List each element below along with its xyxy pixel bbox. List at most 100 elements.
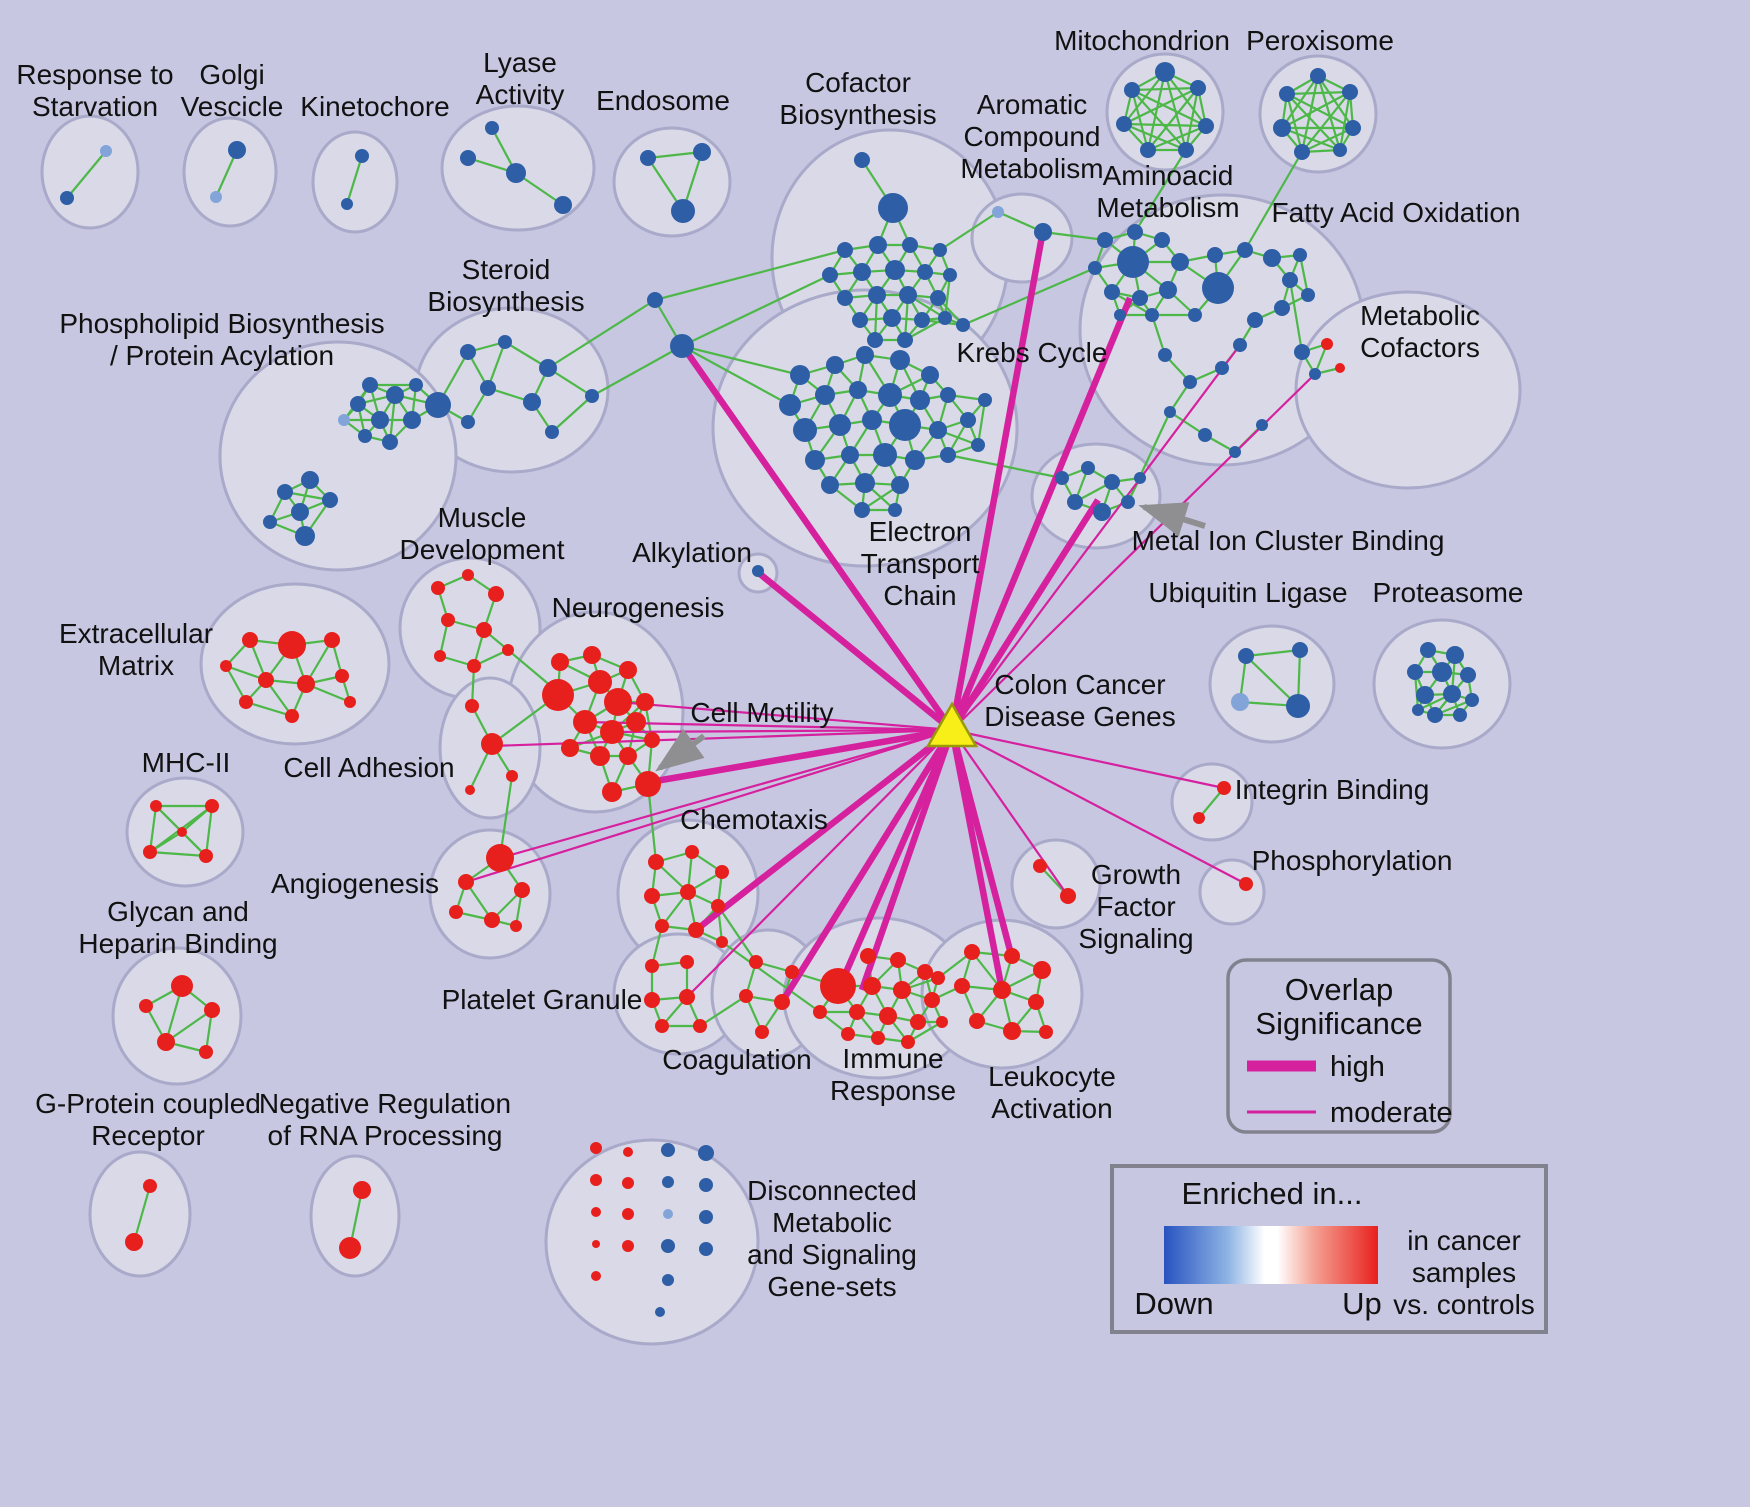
gene-set-node-muscle-development: [434, 650, 446, 662]
gene-set-node-cofactor-biosynthesis: [933, 243, 947, 257]
gene-set-node-electron-transport-chain: [921, 366, 939, 384]
cluster-label-leukocyte-activation: Leukocyte: [988, 1061, 1116, 1092]
gene-set-node-leukocyte-activation: [954, 978, 970, 994]
gene-set-node-neurogenesis: [573, 710, 597, 734]
gene-set-node-electron-transport-chain: [905, 450, 925, 470]
significance-edge-moderate: [499, 728, 953, 860]
cluster-ellipse-ubiquitin-ligase: [1208, 624, 1336, 744]
gene-set-node-cofactor-biosynthesis: [852, 312, 868, 328]
gene-set-node-aminoacid-metabolism-fatty-acid-oxidation: [1117, 246, 1149, 278]
gene-set-node-aminoacid-metabolism-fatty-acid-oxidation: [1207, 247, 1223, 263]
cluster-label-peroxisome: Peroxisome: [1246, 25, 1394, 56]
cluster-label-electron-transport-chain: Chain: [883, 580, 956, 611]
gene-set-node-coagulation: [785, 965, 799, 979]
gene-set-node-electron-transport-chain: [856, 346, 874, 364]
cluster-label-angiogenesis: Angiogenesis: [271, 868, 439, 899]
significance-edge-high: [948, 235, 1046, 731]
gene-set-node-proteasome: [1453, 708, 1467, 722]
gene-set-node-electron-transport-chain: [878, 383, 902, 407]
gene-set-node-proteasome: [1465, 693, 1479, 707]
gene-set-node-cofactor-biosynthesis: [868, 286, 886, 304]
inter-cluster-edge: [717, 905, 757, 963]
gene-set-node-platelet-granule: [645, 959, 659, 973]
inter-cluster-edge: [1134, 149, 1187, 233]
cluster-ellipse-negative-regulation-of-rna-processing: [309, 1154, 401, 1278]
gene-set-node-mhc-ii: [143, 845, 157, 859]
gene-set-node-immune-response: [931, 971, 945, 985]
gene-set-node-disconnected-metabolic-and-signaling-gene-sets: [622, 1240, 634, 1252]
cluster-ellipse-glycan-and-heparin-binding: [111, 946, 243, 1086]
gene-set-node-mitochondrion: [1140, 142, 1156, 158]
gene-set-node-extracellular-matrix: [278, 631, 306, 659]
gene-set-node-immune-response: [893, 981, 911, 999]
gene-set-node-phospholipid-biosynthesis-protein-acylation: [322, 492, 338, 508]
gene-set-node-mitochondrion: [1116, 116, 1132, 132]
cluster-label-krebs-cycle: Krebs Cycle: [957, 337, 1108, 368]
significance-edge-high: [858, 728, 956, 992]
cluster-label-mitochondrion: Mitochondrion: [1054, 25, 1230, 56]
gene-set-node-neurogenesis: [635, 771, 661, 797]
significance-edge-high: [693, 727, 955, 933]
gene-set-node-disconnected-metabolic-and-signaling-gene-sets: [590, 1142, 602, 1154]
gene-set-node-metabolic-cofactors: [1321, 338, 1333, 350]
gene-set-node-extracellular-matrix: [324, 632, 340, 648]
gene-set-node-aromatic-compound-metabolism: [992, 206, 1004, 218]
legend-note: samples: [1412, 1257, 1516, 1288]
edge-peroxisome: [1285, 93, 1304, 153]
gene-set-node-electron-transport-chain: [929, 421, 947, 439]
gene-set-node-electron-transport-chain: [854, 502, 870, 518]
gene-set-node-golgi-vescicle: [210, 191, 222, 203]
gene-set-node-metabolic-cofactors: [1335, 363, 1345, 373]
gene-set-node-immune-response: [849, 1004, 865, 1020]
enrichment-gradient-bar: [1164, 1226, 1378, 1284]
gene-set-node-extracellular-matrix: [239, 695, 253, 709]
cluster-label-growth-factor-signaling: Signaling: [1078, 923, 1193, 954]
gene-set-node-immune-response: [936, 1016, 948, 1028]
edge-mitochondrion: [1123, 122, 1187, 152]
gene-set-node-electron-transport-chain: [821, 476, 839, 494]
cluster-ellipse-endosome: [612, 126, 732, 238]
edge-mitochondrion: [1131, 89, 1207, 127]
gene-set-node-aminoacid-metabolism-fatty-acid-oxidation: [1188, 308, 1202, 322]
edge-peroxisome: [1286, 93, 1341, 151]
cell-motility-pointer: [655, 728, 706, 772]
gene-set-node-metabolic-cofactors: [1294, 344, 1310, 360]
gene-set-node-aminoacid-metabolism-fatty-acid-oxidation: [1171, 253, 1189, 271]
inter-cluster-edge: [699, 995, 747, 1027]
gene-set-node-mitochondrion: [1198, 118, 1214, 134]
layer-nodes: [60, 62, 1479, 1317]
gene-set-node-lyase-activity: [506, 163, 526, 183]
gene-set-node-cofactor-biosynthesis: [930, 290, 946, 306]
significance-edge-high: [948, 729, 1006, 991]
gene-set-node-aminoacid-metabolism-fatty-acid-oxidation: [1097, 232, 1113, 248]
gene-set-node-angiogenesis: [514, 882, 530, 898]
cluster-label-disconnected-metabolic-and-signaling-gene-sets: and Signaling: [747, 1239, 917, 1270]
inter-cluster-edge: [1042, 230, 1106, 242]
cluster-label-lyase-activity: Activity: [476, 79, 565, 110]
legend-overlap-box: [1226, 958, 1452, 1134]
edge-peroxisome: [1281, 91, 1351, 129]
gene-set-node-electron-transport-chain: [873, 443, 897, 467]
gene-set-node-mhc-ii: [199, 849, 213, 863]
significance-edge-moderate: [617, 700, 953, 732]
gene-set-node-mhc-ii: [177, 827, 187, 837]
gene-set-node-disconnected-metabolic-and-signaling-gene-sets: [592, 1240, 600, 1248]
gene-set-node-leukocyte-activation: [964, 944, 980, 960]
cluster-label-growth-factor-signaling: Growth: [1091, 859, 1181, 890]
cluster-label-mhc-ii: MHC-II: [142, 747, 231, 778]
edge-mitochondrion: [1123, 122, 1207, 128]
cluster-label-proteasome: Proteasome: [1373, 577, 1524, 608]
gene-set-node-endosome: [671, 199, 695, 223]
cluster-label-muscle-development: Development: [400, 534, 565, 565]
gene-set-node-muscle-development: [441, 613, 455, 627]
gene-set-node-glycan-and-heparin-binding: [204, 1002, 220, 1018]
gene-set-node-mitochondrion: [1124, 82, 1140, 98]
edge-ubiquitin-ligase: [1245, 655, 1299, 707]
gene-set-node-electron-transport-chain: [790, 365, 810, 385]
gene-set-node-cofactor-biosynthesis: [956, 318, 970, 332]
gene-set-node-aminoacid-metabolism-fatty-acid-oxidation: [1127, 224, 1143, 240]
gene-set-node-glycan-and-heparin-binding: [157, 1033, 175, 1051]
gene-set-node-coagulation: [774, 994, 790, 1010]
gene-set-node-electron-transport-chain: [829, 414, 851, 436]
significance-edge-moderate: [951, 729, 1247, 885]
